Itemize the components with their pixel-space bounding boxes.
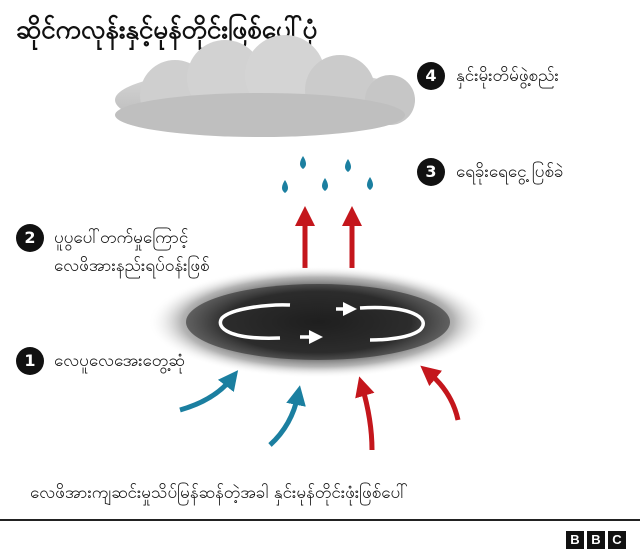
footer-caption: လေဖိအားကျဆင်းမှုသိပ်မြန်ဆန်တဲ့အခါ နှင်းမ…	[30, 483, 408, 503]
logo-letter: B	[587, 531, 605, 549]
step-4-badge: 4	[417, 62, 445, 90]
rising-air-arrows	[295, 206, 362, 268]
logo-letter: C	[608, 531, 626, 549]
logo-letter: B	[566, 531, 584, 549]
step-3-badge: 3	[417, 158, 445, 186]
bbc-logo: B B C	[566, 531, 626, 549]
step-2-badge: 2	[16, 224, 44, 252]
divider	[0, 519, 640, 521]
cloud-icon	[115, 35, 415, 137]
step-4-label: နှင်းမိုးတိမ်ဖွဲ့စည်း	[456, 66, 559, 86]
step-1-badge: 1	[16, 347, 44, 375]
step-2-label-line1: ပူပွပေါ်တက်မှုကြောင့်	[54, 228, 189, 248]
step-2-label-line2: လေဖိအားနည်းရပ်ဝန်းဖြစ်	[54, 256, 210, 276]
inflow-arrows	[179, 365, 461, 451]
rotation-arrows-icon	[218, 302, 425, 344]
low-pressure-vortex	[148, 266, 488, 378]
rain-drops-icon	[282, 156, 373, 193]
step-3-label: ရေခိုးရေငွေ့ ပြစ်ခဲ	[456, 162, 564, 182]
step-1-label: လေပူလေအေးတွေ့ဆုံ	[54, 351, 185, 371]
